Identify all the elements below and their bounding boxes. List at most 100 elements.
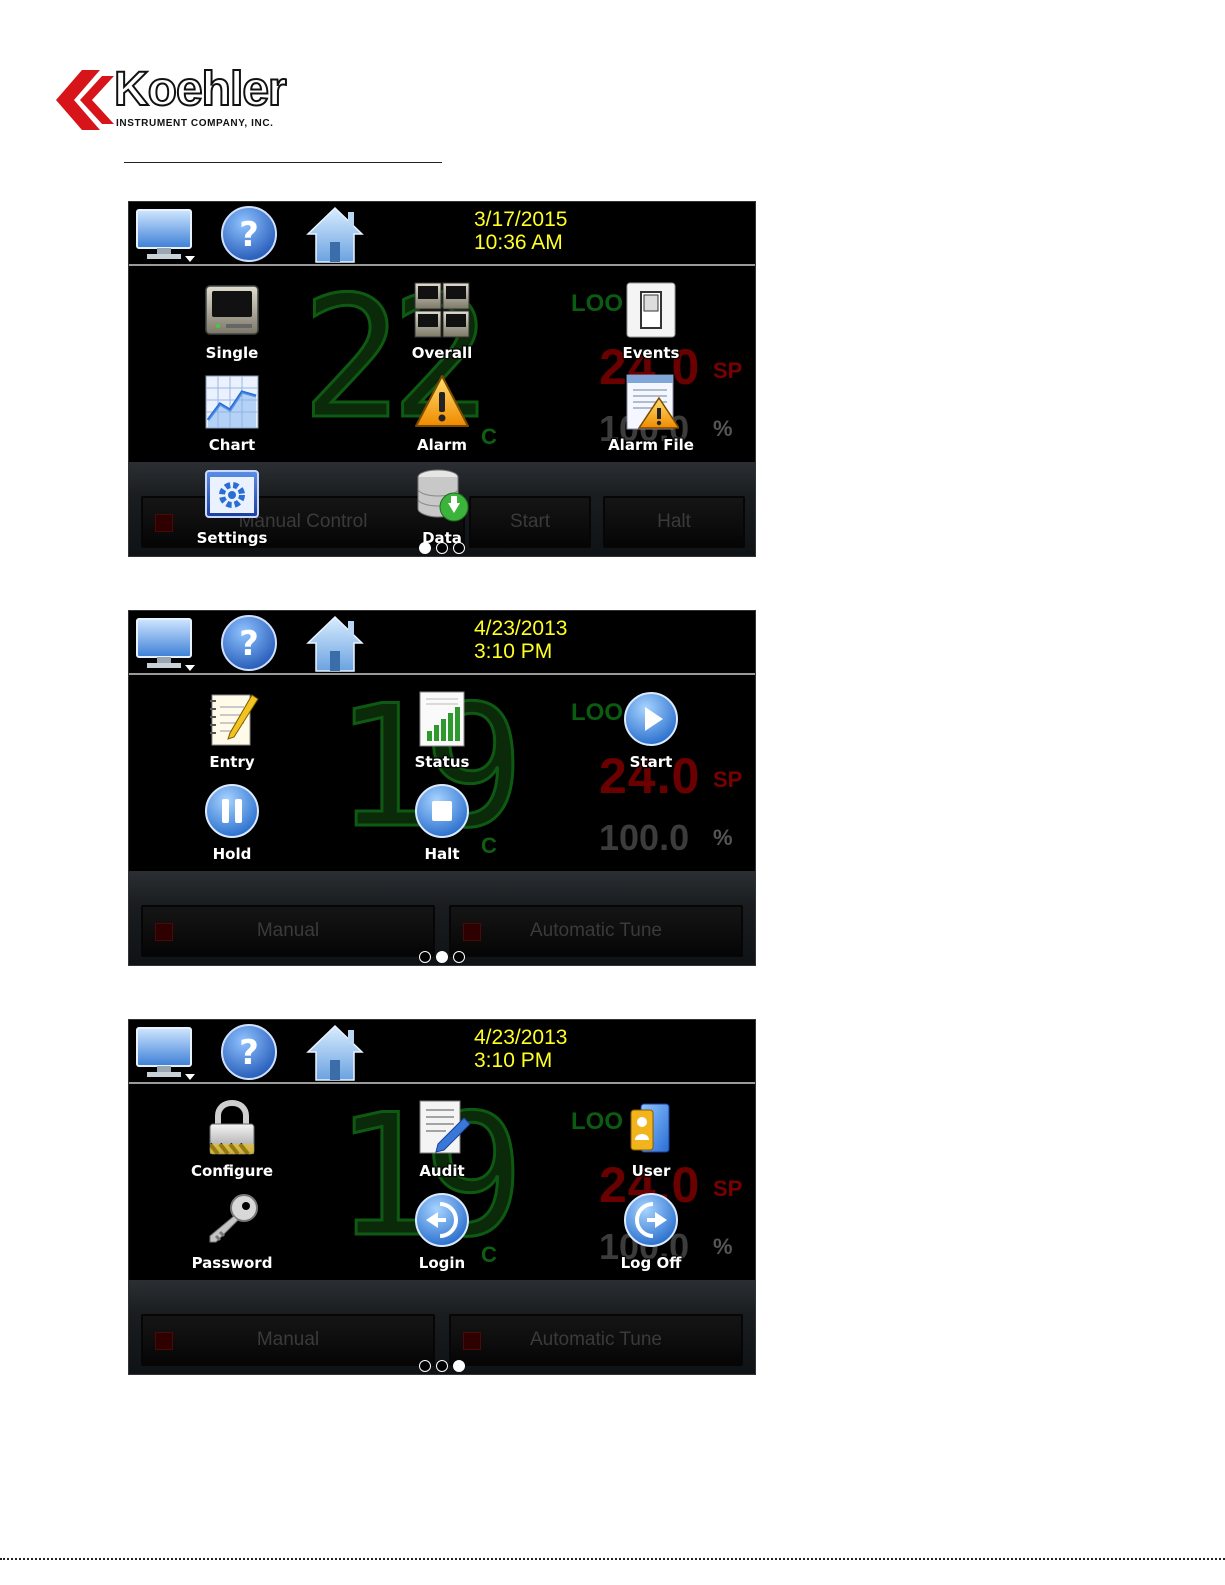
app-label: Single <box>205 344 259 362</box>
help-icon[interactable]: ? <box>219 613 279 673</box>
app-halt[interactable]: Halt <box>387 783 497 871</box>
manual-control-button[interactable]: Manual Control <box>141 496 465 548</box>
button-label: Halt <box>657 511 691 532</box>
bottom-panel: Manual Automatic Tune <box>129 871 755 965</box>
app-user[interactable]: User <box>596 1100 706 1188</box>
button-label: Manual <box>256 920 320 941</box>
home-icon[interactable] <box>304 1022 366 1082</box>
app-label: Alarm File <box>608 436 694 454</box>
svg-text:?: ? <box>239 624 259 664</box>
app-label: Login <box>418 1254 466 1272</box>
date-text: 3/17/2015 <box>474 208 568 231</box>
screen-1: ? 3/17/2015 10:36 AM 22 C LOO 24.0 SP 10… <box>128 201 756 557</box>
home-icon[interactable] <box>304 204 366 264</box>
output-percent-unit: % <box>713 825 733 850</box>
indicator-led <box>155 514 173 532</box>
app-overall[interactable]: Overall <box>387 282 497 370</box>
setpoint-unit: SP <box>713 767 743 792</box>
data-icon <box>417 469 469 522</box>
app-password[interactable]: Password <box>177 1192 287 1280</box>
setpoint-unit: SP <box>713 1176 743 1201</box>
time-text: 3:10 PM <box>474 640 553 663</box>
app-alarm-file[interactable]: Alarm File <box>596 374 706 462</box>
svg-text:?: ? <box>239 1033 259 1073</box>
app-label: Audit <box>419 1162 465 1180</box>
chart-icon <box>205 375 259 429</box>
start-button[interactable]: Start <box>469 496 591 548</box>
button-label: Automatic Tune <box>529 1329 663 1350</box>
home-icon[interactable] <box>304 613 366 673</box>
loop-label: LOO <box>571 1108 623 1135</box>
halt-button[interactable]: Halt <box>603 496 745 548</box>
audit-icon <box>419 1100 470 1154</box>
monitor-icon[interactable] <box>135 204 197 264</box>
app-single[interactable]: Single <box>177 282 287 370</box>
app-label: Entry <box>209 753 255 771</box>
page-indicator <box>419 542 467 554</box>
app-label: Overall <box>411 344 473 362</box>
app-log-off[interactable]: Log Off <box>596 1192 706 1280</box>
monitor-icon[interactable] <box>135 1022 197 1082</box>
page-dot-1[interactable] <box>419 1360 431 1372</box>
app-label: Data <box>422 529 462 547</box>
app-label: Hold <box>212 845 252 863</box>
app-settings[interactable]: Settings <box>177 467 287 555</box>
app-chart[interactable]: Chart <box>177 374 287 462</box>
loop-label: LOO <box>571 290 623 317</box>
page-dot-1[interactable] <box>419 542 431 554</box>
automatic-tune-button[interactable]: Automatic Tune <box>449 905 743 957</box>
button-label: Manual Control <box>238 511 368 532</box>
help-icon[interactable]: ? <box>219 204 279 264</box>
app-entry[interactable]: Entry <box>177 691 287 779</box>
pause-icon <box>205 784 259 838</box>
app-label: Events <box>622 344 680 362</box>
app-label: Configure <box>190 1162 274 1180</box>
notepad-icon <box>210 694 259 746</box>
time-text: 10:36 AM <box>474 231 563 254</box>
automatic-tune-button[interactable]: Automatic Tune <box>449 1314 743 1366</box>
manual-button[interactable]: Manual <box>141 905 435 957</box>
key-icon <box>209 1194 258 1243</box>
app-audit[interactable]: Audit <box>387 1100 497 1188</box>
app-alarm[interactable]: Alarm <box>387 374 497 462</box>
button-label: Start <box>509 511 551 532</box>
time-text: 3:10 PM <box>474 1049 553 1072</box>
screen-3: ? 4/23/2013 3:10 PM 19 C LOO 24.0 SP 100… <box>128 1019 756 1375</box>
manual-button[interactable]: Manual <box>141 1314 435 1366</box>
page-dot-1[interactable] <box>419 951 431 963</box>
monitor-icon[interactable] <box>135 613 197 673</box>
bottom-panel: Manual Automatic Tune <box>129 1280 755 1374</box>
page-dot-3[interactable] <box>453 542 465 554</box>
multi-controller-icon <box>414 282 470 338</box>
button-label: Automatic Tune <box>529 920 663 941</box>
process-unit: C <box>481 424 497 449</box>
button-label: Manual <box>256 1329 320 1350</box>
page-dot-2[interactable] <box>436 1360 448 1372</box>
logo-subtitle: INSTRUMENT COMPANY, INC. <box>116 118 274 129</box>
app-configure[interactable]: Configure <box>177 1100 287 1188</box>
logo-wordmark: Koehler <box>113 62 288 117</box>
indicator-led <box>463 923 481 941</box>
page-indicator <box>419 951 467 963</box>
switch-icon <box>626 282 676 338</box>
app-start[interactable]: Start <box>596 691 706 779</box>
top-bar: ? 4/23/2013 3:10 PM <box>129 1020 755 1084</box>
help-icon[interactable]: ? <box>219 1022 279 1082</box>
app-hold[interactable]: Hold <box>177 783 287 871</box>
app-data[interactable]: Data <box>387 467 497 555</box>
app-login[interactable]: Login <box>387 1192 497 1280</box>
indicator-led <box>463 1332 481 1350</box>
date-text: 4/23/2013 <box>474 617 568 640</box>
page-dot-3[interactable] <box>453 951 465 963</box>
page-dot-3[interactable] <box>453 1360 465 1372</box>
app-status[interactable]: Status <box>387 691 497 779</box>
header-rule <box>124 162 442 163</box>
page-dot-2[interactable] <box>436 951 448 963</box>
app-events[interactable]: Events <box>596 282 706 370</box>
koehler-chevron-icon <box>56 70 114 130</box>
indicator-led <box>155 1332 173 1350</box>
app-label: Password <box>191 1254 273 1272</box>
page-dot-2[interactable] <box>436 542 448 554</box>
svg-text:?: ? <box>239 215 259 255</box>
loop-label: LOO <box>571 699 623 726</box>
